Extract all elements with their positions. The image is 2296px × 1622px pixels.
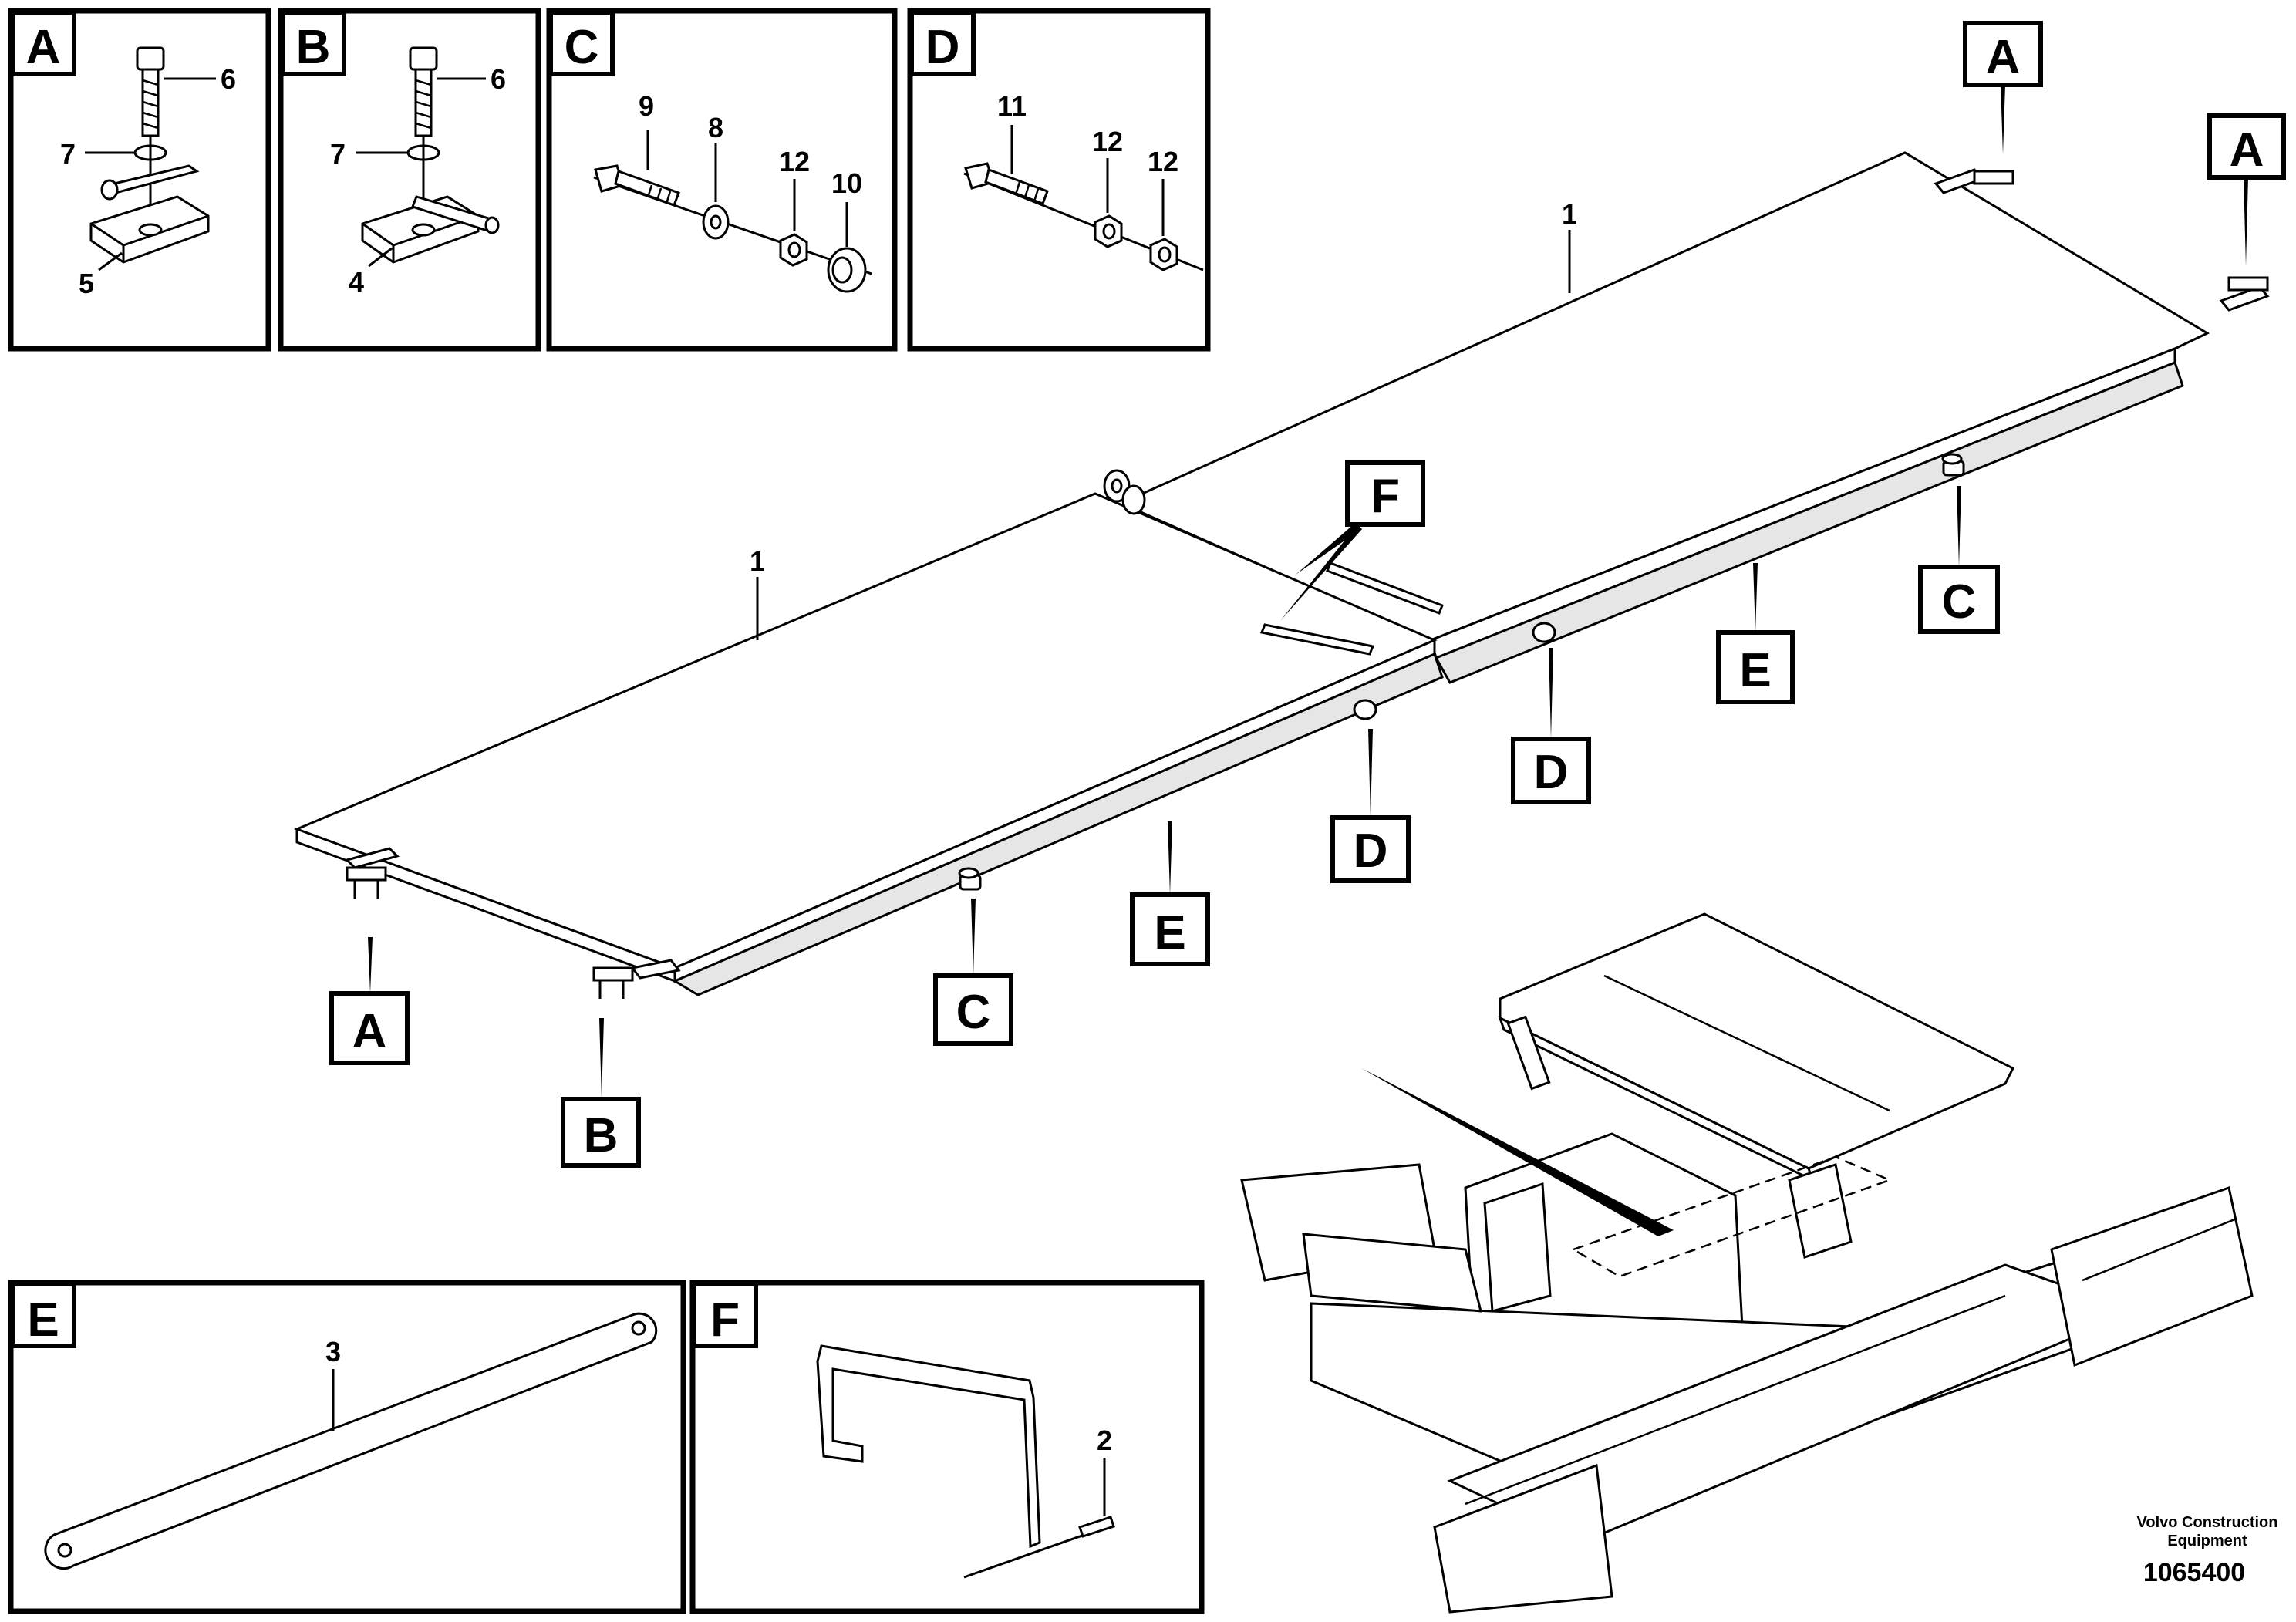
callout-6-a: 6: [221, 63, 236, 95]
panel-c-letter-box: [548, 10, 615, 76]
detail-panel-f: F 2: [689, 1280, 1205, 1614]
panel-a-letter: A: [26, 21, 61, 74]
callout-12-c: 12: [779, 146, 810, 177]
panel-d-letter: D: [925, 21, 960, 74]
callout-5: 5: [79, 268, 94, 299]
handle-f-1: [1259, 623, 1375, 656]
detail-panel-d: D 11 12 12: [907, 8, 1211, 352]
handle-f: [816, 1344, 1041, 1549]
callout-1-right: 1: [1562, 198, 1577, 230]
ref-e-right: E: [1739, 644, 1771, 697]
detail-panel-e: E 3: [8, 1280, 686, 1614]
brand-line-2: Equipment: [2167, 1533, 2247, 1549]
callout-7-b: 7: [330, 138, 346, 170]
ref-f: F: [1371, 470, 1400, 523]
brand-line-1: Volvo Construction: [2137, 1514, 2278, 1531]
bolt-9: [594, 164, 680, 207]
callout-2: 2: [1097, 1425, 1112, 1456]
callout-9: 9: [639, 90, 654, 122]
fastener-c-right: [1941, 453, 1965, 477]
ref-c-right: C: [1942, 575, 1977, 629]
ref-e-left: E: [1154, 906, 1185, 959]
ref-b-top: A: [1986, 31, 2021, 84]
callout-12-d2: 12: [1148, 146, 1178, 177]
ref-d-left: D: [1354, 824, 1388, 878]
callout-4: 4: [349, 266, 364, 298]
callout-3: 3: [325, 1336, 341, 1367]
ref-c-left: C: [956, 986, 991, 1039]
callout-8: 8: [708, 112, 723, 143]
bolt-6-a: [136, 46, 165, 137]
panel-e-letter: E: [27, 1293, 59, 1347]
machine-overview-illustration: Volvo Construction Equipment 1065400: [1240, 912, 2278, 1614]
panel-d-letter-box: [909, 10, 976, 76]
bracket-b-left: [592, 959, 681, 999]
bracket-b-right: [1934, 168, 2014, 194]
bracket-a-right: [2219, 276, 2270, 312]
bracket-a-left: [345, 847, 400, 899]
ref-a-left: A: [352, 1005, 387, 1058]
fastener-d-right: [1532, 622, 1556, 643]
panel-b-letter-box: [280, 10, 346, 76]
bolt-6-b: [409, 46, 438, 137]
panel-b-letter: B: [296, 21, 331, 74]
detail-panel-c: C 9 8 12 10: [546, 8, 898, 352]
ref-d-right: D: [1534, 746, 1569, 799]
bracket-5: [89, 164, 210, 264]
detail-panel-a: A 6 7 5: [8, 8, 271, 352]
ref-a-top: A: [2230, 123, 2264, 177]
bar-3: [44, 1312, 658, 1570]
pin-2: [1078, 1516, 1115, 1538]
fastener-c-left: [958, 867, 982, 891]
detail-panel-b: B 6 7 4: [278, 8, 541, 352]
bolt-11: [964, 162, 1049, 205]
callout-7-a: 7: [60, 138, 76, 170]
callout-1-left: 1: [750, 545, 765, 577]
bracket-4: [361, 195, 500, 264]
callout-10: 10: [831, 167, 862, 199]
callout-6-b: 6: [491, 63, 506, 95]
main-exploded-view: 1 1 A A C E D F D E C A: [293, 21, 2286, 1168]
panel-c-letter: C: [565, 21, 599, 74]
doc-number: 1065400: [2143, 1558, 2245, 1587]
ref-b-left: B: [584, 1109, 619, 1162]
handle-f-2: [1326, 561, 1444, 615]
panel-a-letter-box: [10, 10, 76, 76]
callout-12-d1: 12: [1092, 126, 1123, 157]
callout-11: 11: [997, 90, 1027, 122]
panel-f-letter: F: [710, 1293, 740, 1347]
fastener-d-left: [1353, 699, 1377, 720]
